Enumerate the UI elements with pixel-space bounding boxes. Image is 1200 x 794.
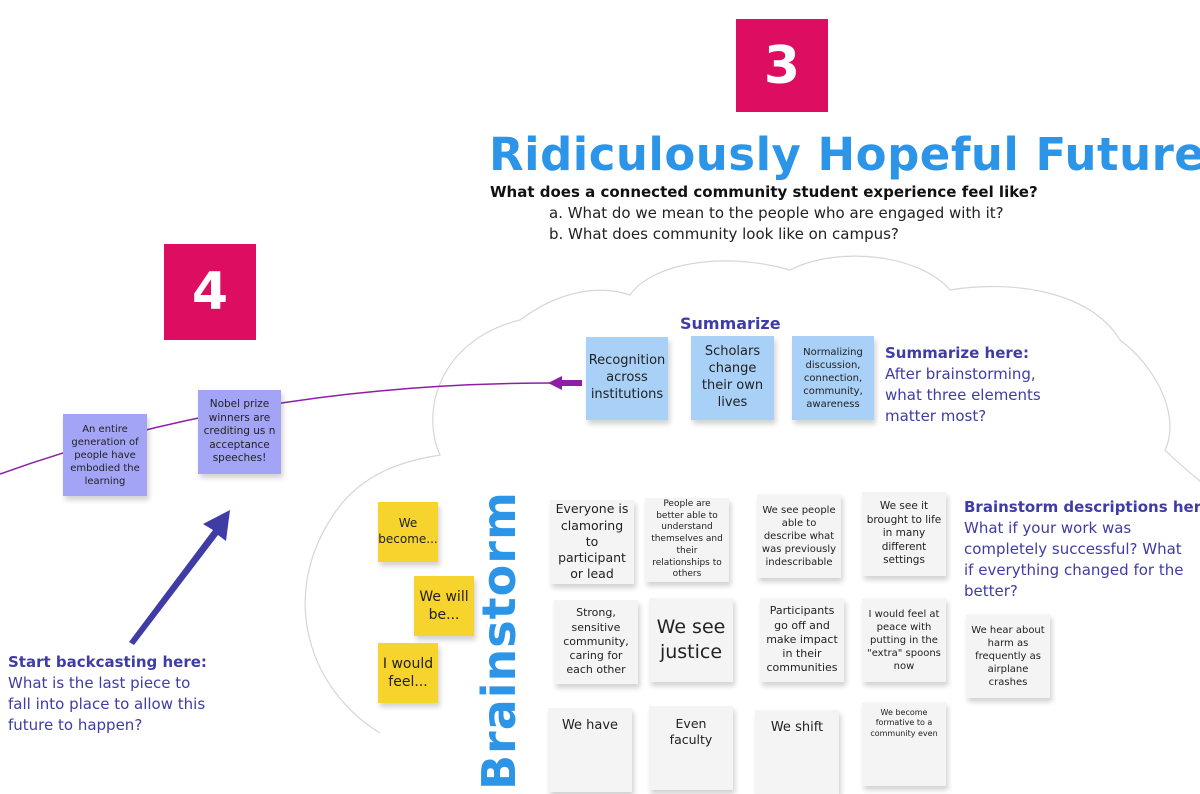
brainstorm-note[interactable]: We see it brought to life in many differ… xyxy=(862,492,946,576)
brainstorm-label-body: What if your work was completely success… xyxy=(964,519,1184,600)
page-title: Ridiculously Hopeful Future xyxy=(489,128,1200,181)
backcast-label-body: What is the last piece to fall into plac… xyxy=(8,674,206,734)
brainstorm-note[interactable]: Strong, sensitive community, caring for … xyxy=(554,600,638,684)
question-main: What does a connected community student … xyxy=(490,183,1038,201)
brainstorm-note[interactable]: People are better able to understand the… xyxy=(645,498,729,582)
summarize-heading: Summarize xyxy=(680,314,781,333)
summarize-label-title: Summarize here: xyxy=(885,344,1029,362)
step-3-badge: 3 xyxy=(736,19,828,112)
brainstorm-note[interactable]: We shift xyxy=(755,710,839,794)
summarize-note[interactable]: Recognition across institutions xyxy=(586,337,668,420)
step-4-badge: 4 xyxy=(164,244,256,340)
timeline-arrow-tail xyxy=(560,380,582,386)
summarize-label-body: After brainstorming, what three elements… xyxy=(885,365,1041,425)
cloud-outline xyxy=(304,255,1200,733)
backcast-note[interactable]: Nobel prize winners are crediting us n a… xyxy=(198,390,281,474)
question-a: a. What do we mean to the people who are… xyxy=(549,204,1004,222)
brainstorm-note[interactable]: I would feel at peace with putting in th… xyxy=(862,598,946,682)
backcast-note[interactable]: An entire generation of people have embo… xyxy=(63,414,147,496)
timeline-arrowhead xyxy=(548,376,562,390)
question-b: b. What does community look like on camp… xyxy=(549,225,899,243)
brainstorm-prompt[interactable]: We become... xyxy=(378,502,438,562)
brainstorm-note[interactable]: We hear about harm as frequently as airp… xyxy=(966,614,1050,698)
brainstorm-note[interactable]: We see justice xyxy=(649,598,733,682)
brainstorm-note[interactable]: Even faculty xyxy=(649,706,733,790)
brainstorm-heading: Brainstorm xyxy=(472,491,526,790)
backcast-arrow xyxy=(129,510,230,645)
backcast-label-title: Start backcasting here: xyxy=(8,653,207,671)
summarize-note[interactable]: Normalizing discussion, connection, comm… xyxy=(792,336,874,420)
brainstorm-note[interactable]: We have xyxy=(548,708,632,792)
brainstorm-note[interactable]: We become formative to a community even xyxy=(862,702,946,786)
brainstorm-prompt[interactable]: I would feel... xyxy=(378,643,438,703)
summarize-note[interactable]: Scholars change their own lives xyxy=(691,336,774,420)
brainstorm-note[interactable]: Everyone is clamoring to participant or … xyxy=(550,500,634,584)
brainstorm-note[interactable]: We see people able to describe what was … xyxy=(757,494,841,578)
brainstorm-label-title: Brainstorm descriptions here: xyxy=(964,498,1200,516)
brainstorm-note[interactable]: Participants go off and make impact in t… xyxy=(760,598,844,682)
brainstorm-prompt[interactable]: We will be... xyxy=(414,576,474,636)
